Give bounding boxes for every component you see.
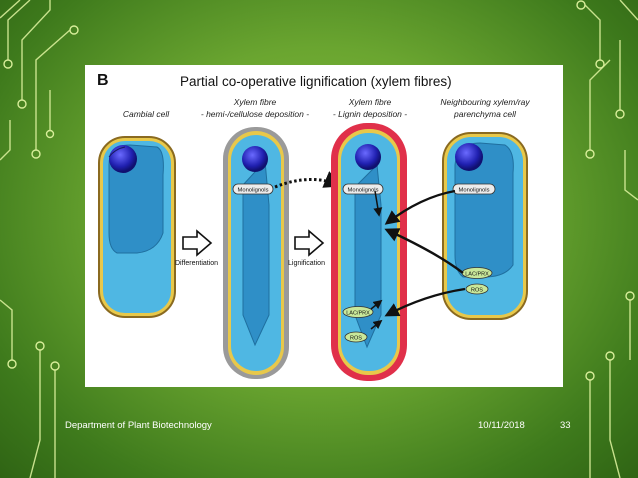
col1-heading: Cambial cell <box>123 109 170 119</box>
nucleus-icon <box>455 143 483 171</box>
col4-subheading: parenchyma cell <box>453 109 517 119</box>
cambial-cell <box>98 136 176 318</box>
footer-date: 10/11/2018 <box>478 420 525 431</box>
col3-heading: Xylem fibre <box>348 97 392 107</box>
monolignols-tag <box>232 183 274 195</box>
lignification-arrow <box>294 229 325 257</box>
col2-subheading: - hemi-/cellulose deposition - <box>201 109 309 119</box>
lacprx-supply-arrow <box>384 228 464 274</box>
col4-heading: Neighbouring xylem/ray <box>440 97 530 107</box>
monolignol-supply-arrow <box>384 189 456 225</box>
diagram-figure: B Partial co-operative lignification (xy… <box>85 65 563 387</box>
monolignols-tag-label: Monolignols <box>348 188 379 194</box>
panel-letter: B <box>97 72 109 89</box>
lacprx-tag <box>342 306 374 318</box>
figure-title: Partial co-operative lignification (xyle… <box>180 74 452 89</box>
ros-tag-label: ROS <box>471 288 483 294</box>
ros-tag-label: ROS <box>350 336 362 342</box>
monolignols-tag <box>342 183 384 195</box>
ros-tag <box>344 331 368 343</box>
monolignols-tag-label: Monolignols <box>238 188 269 194</box>
ros-tag <box>465 283 489 295</box>
monolignols-tag-label: Monolignols <box>459 188 490 194</box>
nucleus-icon <box>109 145 137 173</box>
footer-page-number: 33 <box>560 420 571 431</box>
monolignols-tag <box>452 183 496 195</box>
monolignol-transport-arrow <box>274 171 343 189</box>
footer-department: Department of Plant Biotechnology <box>65 420 212 431</box>
col3-subheading: - Lignin deposition - <box>333 109 407 119</box>
ros-supply-arrow <box>384 287 466 317</box>
lignification-diagram: B Partial co-operative lignification (xy… <box>97 72 530 381</box>
nucleus-icon <box>242 146 268 172</box>
xylem-fibre-hemicellulose-cell <box>223 127 289 379</box>
nucleus-icon <box>355 144 381 170</box>
lacprx-tag-label: LAC/PRX <box>465 272 489 278</box>
lignification-label: Lignification <box>288 260 325 267</box>
differentiation-arrow <box>182 229 213 257</box>
lacprx-tag-label: LAC/PRX <box>346 311 370 317</box>
differentiation-label: Differentiation <box>175 260 218 267</box>
xylem-fibre-lignin-cell <box>331 123 407 381</box>
col2-heading: Xylem fibre <box>233 97 277 107</box>
